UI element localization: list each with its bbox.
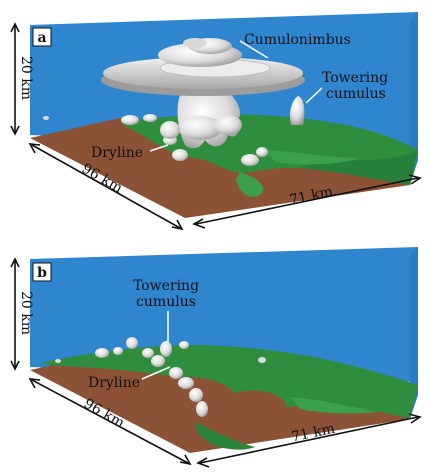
cloud-small: [178, 377, 194, 389]
cloud-small: [241, 154, 259, 166]
vegetation-strip: [265, 150, 360, 165]
dryline-label: Dryline: [91, 145, 143, 161]
towering-cumulus-label-line2: cumulus: [326, 86, 386, 102]
towering-cumulus-leader-line: [305, 87, 323, 104]
cumulonimbus-base: [178, 116, 222, 140]
cloud-small: [43, 116, 49, 120]
dryline-leader-line: [141, 366, 171, 380]
cloud-small: [169, 367, 183, 379]
cumulonimbus-base: [160, 121, 180, 139]
panel-a: 20 km 96 km 71 km a Cumulonimbus Towerin…: [10, 12, 422, 231]
panel-b: 20 km 96 km 71 km b Towering cumulus Dry…: [0, 237, 430, 474]
vegetation-strip: [236, 172, 264, 197]
cloud-small: [126, 337, 138, 349]
towering-cumulus-label-line2: cumulus: [136, 294, 196, 310]
cloud-small: [179, 341, 189, 349]
vegetation-lower-band: [194, 422, 255, 450]
cloud-small: [258, 357, 266, 363]
dryline-label: Dryline: [88, 375, 140, 391]
cloud-small: [151, 355, 165, 367]
sky-right-wall: [410, 247, 418, 419]
sky-right-wall: [410, 12, 418, 185]
height-axis-label: 20 km: [18, 56, 34, 100]
overshooting-top: [183, 38, 207, 48]
panel-letter: a: [37, 30, 46, 46]
height-axis-label: 20 km: [18, 291, 34, 335]
cloud-small: [121, 115, 139, 125]
cumulonimbus-leader-line: [239, 40, 269, 59]
ground-patch: [224, 390, 286, 424]
towering-cumulus-cloud: [289, 96, 305, 125]
towering-cumulus-label-line1: Towering: [322, 70, 388, 86]
cloud-small: [143, 114, 157, 122]
cloud-small: [196, 401, 208, 417]
vegetation-patch: [290, 397, 380, 414]
depth-axis: [28, 143, 184, 231]
cloud-small: [160, 341, 172, 357]
cloud-small: [55, 359, 61, 363]
panel-letter-box: [32, 27, 52, 47]
vegetation-region: [40, 345, 418, 419]
cloud-small: [256, 147, 268, 157]
cloud-small: [113, 347, 123, 355]
cloud-small: [142, 348, 154, 358]
panel-b-figure: 20 km 96 km 71 km b Towering cumulus Dry…: [10, 247, 422, 468]
panel-letter-box: [32, 262, 52, 282]
cumulonimbus-label: Cumulonimbus: [244, 32, 351, 48]
panel-letter: b: [37, 265, 47, 281]
cloud-small: [172, 149, 188, 161]
sky-back-wall: [30, 247, 418, 382]
depth-axis: [28, 378, 192, 466]
cloud-small: [95, 348, 109, 358]
width-axis: [192, 174, 422, 229]
vegetation-right-edge: [300, 150, 418, 185]
cumulonimbus-base: [214, 115, 242, 135]
height-axis: [10, 257, 20, 371]
panel-a-figure: 20 km 96 km 71 km a Cumulonimbus Towerin…: [10, 12, 422, 231]
height-axis: [10, 22, 20, 136]
towering-cumulus-label-line1: Towering: [133, 278, 199, 294]
cloud-small: [189, 388, 203, 402]
width-axis: [196, 413, 422, 468]
dryline-leader-line: [149, 144, 169, 152]
